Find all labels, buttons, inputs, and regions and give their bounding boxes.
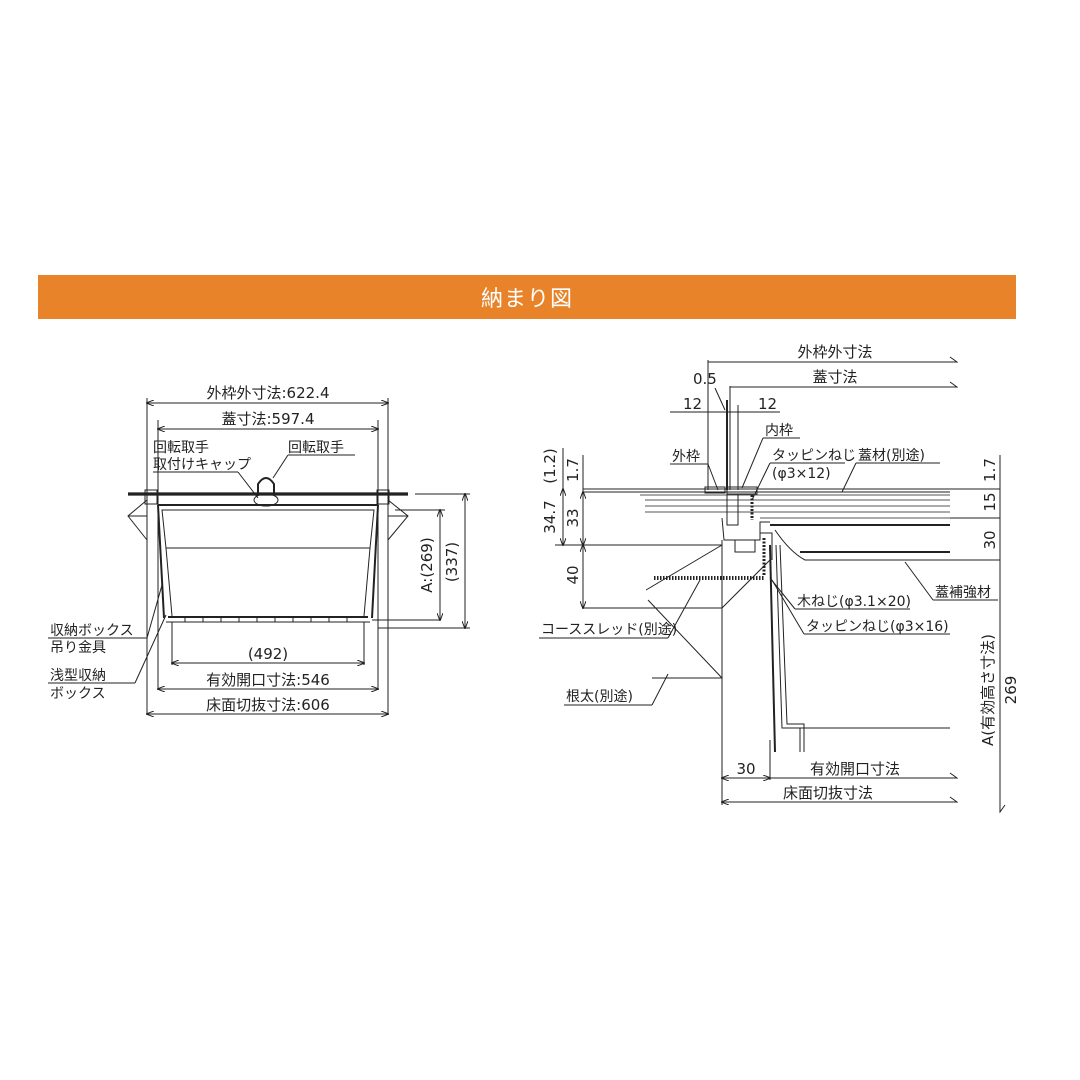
dim-a-label: A(有効高さ寸法) xyxy=(979,634,997,746)
label-box-hanger-2: 吊り金具 xyxy=(50,640,106,656)
dim-15: 15 xyxy=(981,492,999,511)
label-inner-frame: 内枠 xyxy=(765,423,793,439)
label-handle-cap-1: 回転取手 xyxy=(153,440,209,456)
dim-lid-r: 蓋寸法 xyxy=(812,368,857,386)
label-outer-frame: 外枠 xyxy=(672,449,700,465)
label-lid-material: 蓋材(別途) xyxy=(858,447,925,464)
dim-height-a: A:(269) xyxy=(418,537,436,592)
label-coarse-sled: コーススレッド(別途) xyxy=(541,621,677,638)
page-title: 納まり図 xyxy=(480,287,573,312)
title-banner: 納まり図 xyxy=(38,275,1016,319)
dim-floor-cutout-r: 床面切抜寸法 xyxy=(783,784,873,802)
dim-right-12: 12 xyxy=(758,395,777,413)
right-detail-view: 外枠外寸法 蓋寸法 0.5 12 12 内枠 外枠 タッピンねじ (φ3×12)… xyxy=(539,343,1020,805)
label-wood-screw: 木ねじ(φ3.1×20) xyxy=(797,594,911,610)
label-joist: 根太(別途) xyxy=(566,688,633,705)
dim-outer-frame: 外枠外寸法:622.4 xyxy=(207,384,330,402)
label-handle: 回転取手 xyxy=(288,440,344,456)
dim-34-7: 34.7 xyxy=(541,500,559,533)
label-tapping-screw-1-spec: (φ3×12) xyxy=(772,466,831,482)
dim-33: 33 xyxy=(564,508,582,527)
dim-1-7-left: 1.7 xyxy=(564,458,582,482)
label-handle-cap-2: 取付けキャップ xyxy=(153,457,251,473)
dim-effective-opening-r: 有効開口寸法 xyxy=(810,760,900,778)
label-box-hanger-1: 収納ボックス xyxy=(50,623,134,639)
dim-left-12: 12 xyxy=(683,395,702,413)
dim-outer-frame-r: 外枠外寸法 xyxy=(797,343,872,361)
label-shallow-box-1: 浅型収納 xyxy=(50,668,106,684)
label-tapping-screw-2: タッピンねじ(φ3×16) xyxy=(806,619,949,635)
dim-1-7-right: 1.7 xyxy=(981,458,999,482)
dim-lid: 蓋寸法:597.4 xyxy=(222,410,315,428)
dim-height-total: (337) xyxy=(443,542,461,582)
dim-1-2: (1.2) xyxy=(541,448,559,484)
dim-effective-opening: 有効開口寸法:546 xyxy=(206,671,330,689)
dim-30-right: 30 xyxy=(981,530,999,549)
dim-40: 40 xyxy=(564,565,582,584)
dim-floor-cutout: 床面切抜寸法:606 xyxy=(206,696,330,714)
label-tapping-screw-1: タッピンねじ xyxy=(772,448,856,464)
dim-gap: 0.5 xyxy=(693,370,717,388)
left-section-view: 外枠外寸法:622.4 蓋寸法:597.4 回転取手 取付けキャップ 回転取手 xyxy=(48,384,470,715)
dim-a-value: 269 xyxy=(1002,676,1020,705)
dim-inner-width: (492) xyxy=(248,645,288,663)
dim-30-bottom: 30 xyxy=(736,760,755,778)
label-lid-reinforcement: 蓋補強材 xyxy=(935,585,991,601)
label-shallow-box-2: ボックス xyxy=(50,686,106,702)
